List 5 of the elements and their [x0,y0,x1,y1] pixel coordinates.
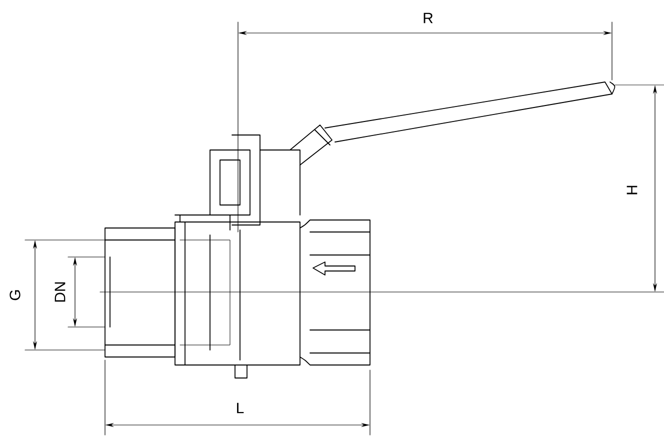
dimension-label: L [237,402,244,414]
dimension-label: G [10,290,20,300]
dimension-label: DN [54,282,66,302]
dimension-label: H [626,186,638,194]
dimension-label: R [424,12,433,24]
